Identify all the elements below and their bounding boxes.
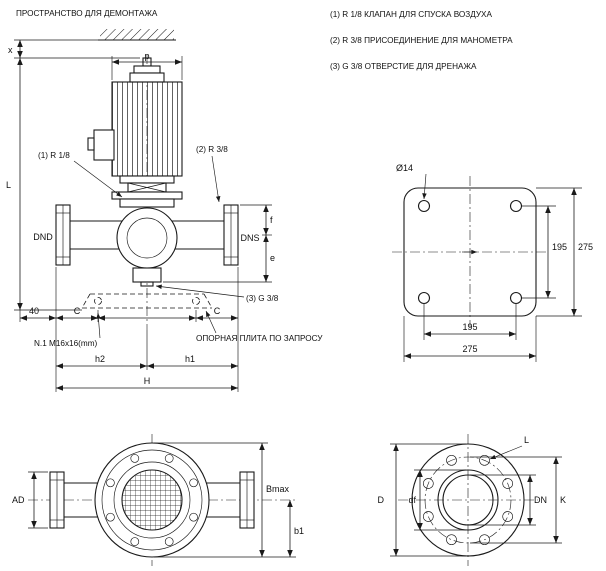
drain-boss [140, 281, 154, 287]
motor-flange-plan-view: Ø14 195 275 195 275 [392, 163, 593, 362]
flange-outer-circle [411, 443, 525, 557]
dim-d-label: D [378, 495, 385, 505]
drain-port-label: (3) G 3/8 [246, 294, 279, 303]
bolt-hole [417, 291, 431, 305]
motor-adapter [111, 175, 183, 208]
vent-port-label: (1) R 1/8 [38, 151, 70, 160]
motor-body [111, 81, 183, 177]
fan-grille [121, 469, 183, 531]
note-drain-label: (3) G 3/8 ОТВЕРСТИЕ ДЛЯ ДРЕНАЖА [330, 62, 477, 71]
anchor-note-label: N.1 M16x16(mm) [34, 339, 98, 348]
dnd-label: DND [33, 232, 53, 242]
dim-H-label: H [144, 376, 151, 386]
bolt-hole [509, 199, 523, 213]
dim-c-left-label: C [74, 306, 81, 316]
dim-dn-label: DN [534, 495, 547, 505]
dim-195h-label: 195 [462, 322, 477, 332]
dim-x-label: x [8, 45, 13, 55]
volute [116, 207, 178, 269]
bolt-hole [417, 199, 431, 213]
hole-dia-label: Ø14 [396, 163, 413, 173]
pump-foot [132, 267, 162, 283]
header-notes: ПРОСТРАНСТВО ДЛЯ ДЕМОНТАЖА (1) R 1/8 КЛА… [16, 9, 513, 71]
gauge-port-label: (2) R 3/8 [196, 145, 228, 154]
bore-circle [442, 474, 494, 526]
dim-40-label: 40 [29, 306, 39, 316]
dim-h2-label: h2 [95, 354, 105, 364]
elevation-view: x L p [6, 29, 323, 392]
dim-b1-label: b1 [294, 526, 304, 536]
ceiling-hatch [100, 29, 174, 40]
plate-note-label: ОПОРНАЯ ПЛИТА ПО ЗАПРОСУ [196, 334, 323, 343]
note-vent-label: (1) R 1/8 КЛАПАН ДЛЯ СПУСКА ВОЗДУХА [330, 10, 492, 19]
dim-f-label: f [270, 215, 273, 225]
dim-L-label: L [6, 180, 11, 190]
dim-275h-label: 275 [462, 344, 477, 354]
dim-bmax-label: Bmax [266, 484, 290, 494]
terminal-box [93, 129, 115, 161]
pump-casing [55, 204, 239, 287]
dim-ad-label: AD [12, 495, 25, 505]
dim-l-label: L [524, 435, 529, 445]
motor [87, 57, 183, 177]
dim-k-label: K [560, 495, 566, 505]
dim-e-label: e [270, 253, 275, 263]
front-view: AD Bmax b1 [12, 434, 304, 566]
bolt-hole [509, 291, 523, 305]
support-plate [81, 293, 213, 309]
note-gauge-label: (2) R 3/8 ПРИСОЕДИНЕНИЕ ДЛЯ МАНОМЕТРА [330, 36, 513, 45]
dns-label: DNS [240, 233, 259, 243]
bolt-circle [424, 456, 512, 544]
dim-c-right-label: C [214, 306, 221, 316]
dim-275v-label: 275 [578, 242, 593, 252]
dim-195v-label: 195 [552, 242, 567, 252]
pump-flange-detail-view: L D df DN K [378, 434, 566, 566]
dismantle-note-label: ПРОСТРАНСТВО ДЛЯ ДЕМОНТАЖА [16, 9, 158, 18]
dim-h1-label: h1 [185, 354, 195, 364]
dim-df-label: df [408, 495, 416, 505]
